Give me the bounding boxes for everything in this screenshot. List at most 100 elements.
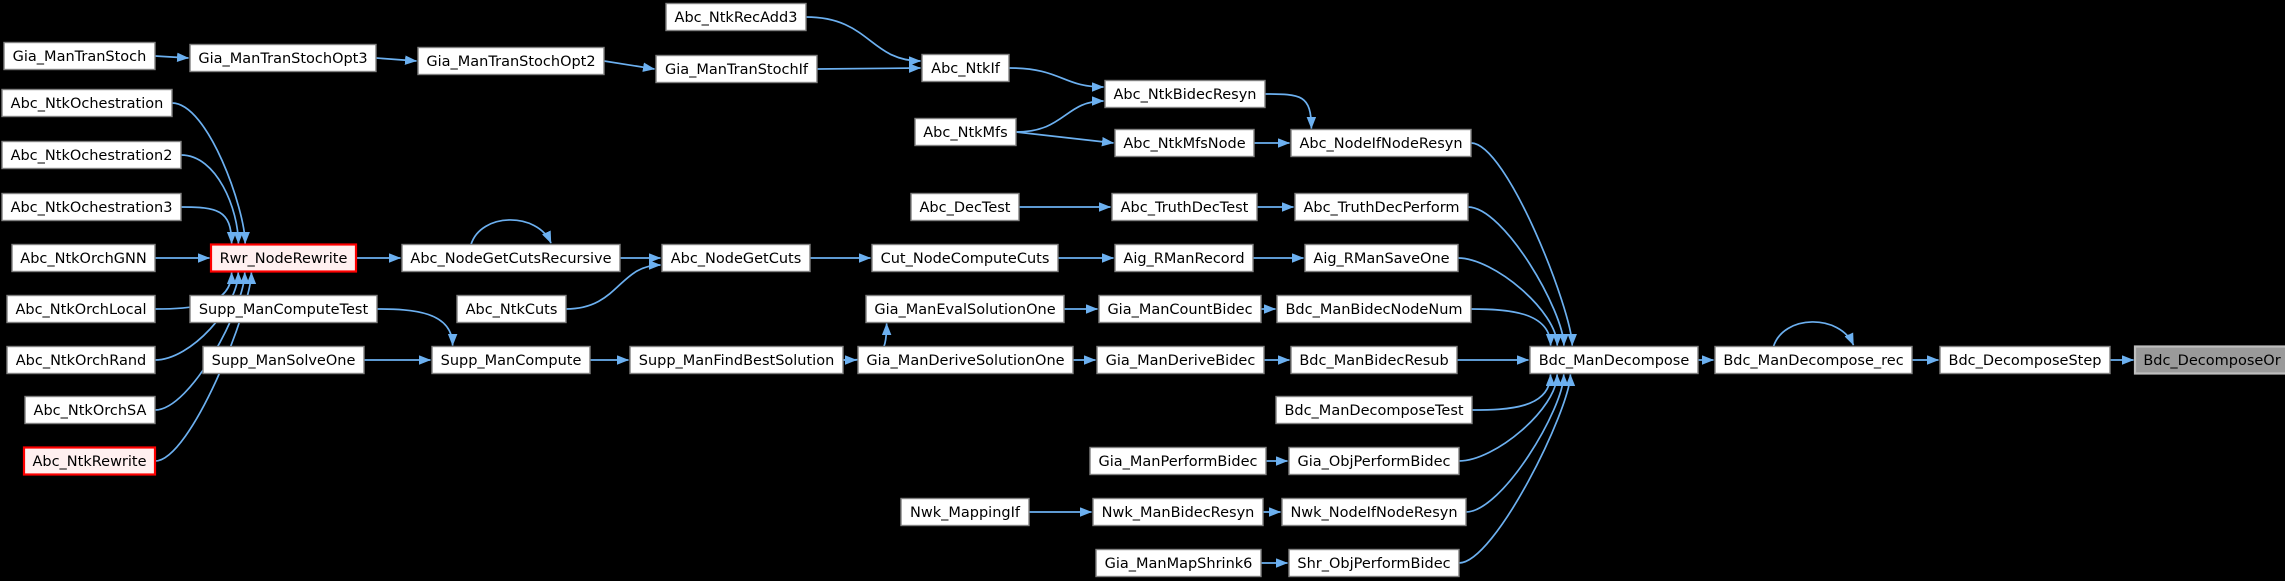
edge-abc-ntkorchsa-to-rwr-noderewrite [154, 272, 250, 411]
graph-node-gia-mancountbidec[interactable]: Gia_ManCountBidec [1098, 294, 1262, 324]
graph-node-box [865, 294, 1065, 324]
edge-bdc-manbidecnodenum-to-bdc-mandecompose [1470, 308, 1556, 346]
edge-abc-ntkorchrand-to-rwr-noderewrite [154, 272, 243, 361]
graph-node-box [665, 2, 807, 32]
graph-node-abc-ntkcuts[interactable]: Abc_NtkCuts [456, 294, 567, 324]
graph-node-box [1, 88, 173, 118]
graph-node-box [2133, 345, 2285, 375]
graph-node-gia-manderivesolutionone[interactable]: Gia_ManDeriveSolutionOne [857, 345, 1074, 375]
graph-node-label: Abc_NodeGetCuts [671, 251, 802, 267]
graph-node-box [1, 192, 182, 222]
graph-node-label: Bdc_ManDecomposeTest [1284, 403, 1463, 419]
graph-node-bdc-decomposestep[interactable]: Bdc_DecomposeStep [1939, 345, 2111, 375]
edge-abc-nodeifnoderesyn-to-bdc-mandecompose [1470, 142, 1577, 346]
edge-gia-mantranstoch-to-gia-mantranstochopt3 [154, 52, 189, 63]
graph-node-box [629, 345, 844, 375]
graph-node-label: Abc_NtkOchestration2 [11, 148, 173, 164]
graph-node-label: Abc_NtkOrchLocal [15, 302, 146, 318]
graph-node-abc-ntkorchrand[interactable]: Abc_NtkOrchRand [6, 345, 156, 375]
graph-node-label: Gia_ManCountBidec [1107, 302, 1252, 318]
graph-node-abc-truthdectest[interactable]: Abc_TruthDecTest [1111, 192, 1258, 222]
graph-node-box [431, 345, 591, 375]
graph-node-abc-ntkorchgnn[interactable]: Abc_NtkOrchGNN [11, 243, 156, 273]
graph-node-abc-ntkochestration[interactable]: Abc_NtkOchestration [1, 88, 173, 118]
graph-node-label: Nwk_MappingIf [910, 505, 1021, 521]
graph-node-gia-objperformbidec[interactable]: Gia_ObjPerformBidec [1288, 446, 1460, 476]
graph-node-gia-mantranstochopt3[interactable]: Gia_ManTranStochOpt3 [189, 43, 377, 73]
edge-abc-ntkochestration3-to-rwr-noderewrite [180, 206, 237, 244]
graph-node-bdc-mandecompose-rec[interactable]: Bdc_ManDecompose_rec [1714, 345, 1913, 375]
graph-node-nwk-mappingif[interactable]: Nwk_MappingIf [900, 497, 1030, 527]
edge-abc-ntkrewrite-to-rwr-noderewrite [154, 272, 257, 462]
graph-node-box [3, 41, 156, 71]
graph-node-box [11, 243, 156, 273]
graph-node-box [900, 497, 1030, 527]
graph-node-abc-nodegetcuts[interactable]: Abc_NodeGetCuts [661, 243, 811, 273]
edge-supp-mancomputetest-to-supp-mancompute [376, 308, 458, 346]
graph-node-supp-mansolveone[interactable]: Supp_ManSolveOne [202, 345, 365, 375]
graph-node-abc-truthdecperform[interactable]: Abc_TruthDecPerform [1294, 192, 1469, 222]
graph-node-bdc-mandecomposetest[interactable]: Bdc_ManDecomposeTest [1275, 395, 1473, 425]
graph-node-cut-nodecomputecuts[interactable]: Cut_NodeComputeCuts [871, 243, 1059, 273]
graph-node-gia-manevalsolutionone[interactable]: Gia_ManEvalSolutionOne [865, 294, 1065, 324]
graph-node-supp-mancomputetest[interactable]: Supp_ManComputeTest [189, 294, 378, 324]
graph-node-abc-ntkif[interactable]: Abc_NtkIf [921, 53, 1010, 83]
graph-node-supp-manfindbestsolution[interactable]: Supp_ManFindBestSolution [629, 345, 844, 375]
graph-node-abc-ntkochestration2[interactable]: Abc_NtkOchestration2 [1, 140, 182, 170]
graph-node-box [209, 243, 358, 273]
graph-node-box [1096, 345, 1265, 375]
graph-node-rwr-noderewrite[interactable]: Rwr_NodeRewrite [209, 243, 358, 273]
graph-node-label: Bdc_ManDecompose [1539, 353, 1690, 369]
graph-node-label: Gia_ManTranStochOpt3 [198, 51, 367, 67]
edge-abc-ntkif-to-abc-ntkbidecresyn [1008, 67, 1104, 92]
graph-node-label: Abc_NtkMfs [923, 125, 1007, 141]
graph-node-aig-rmanrecord[interactable]: Aig_RManRecord [1114, 243, 1254, 273]
graph-node-gia-manderivebidec[interactable]: Gia_ManDeriveBidec [1096, 345, 1265, 375]
graph-node-abc-nodegetcutsrecursive[interactable]: Abc_NodeGetCutsRecursive [401, 243, 621, 273]
graph-node-label: Gia_ObjPerformBidec [1297, 454, 1450, 470]
graph-node-box [1114, 243, 1254, 273]
graph-node-abc-ntkorchlocal[interactable]: Abc_NtkOrchLocal [6, 294, 156, 324]
graph-node-abc-ntkrecadd3[interactable]: Abc_NtkRecAdd3 [665, 2, 807, 32]
graph-node-label: Abc_TruthDecPerform [1303, 200, 1459, 216]
graph-node-gia-manperformbidec[interactable]: Gia_ManPerformBidec [1089, 446, 1267, 476]
graph-node-bdc-manbidecresub[interactable]: Bdc_ManBidecResub [1290, 345, 1458, 375]
graph-node-aig-rmansaveone[interactable]: Aig_RManSaveOne [1304, 243, 1459, 273]
edges-layer [154, 16, 2134, 568]
graph-node-label: Abc_NodeIfNodeResyn [1299, 136, 1462, 152]
edge-bdc-mandecompose-rec-to-bdc-mandecompose-rec [1772, 321, 1855, 347]
graph-node-label: Shr_ObjPerformBidec [1297, 556, 1450, 572]
graph-node-bdc-mandecompose[interactable]: Bdc_ManDecompose [1529, 345, 1699, 375]
graph-node-label: Bdc_ManBidecNodeNum [1285, 302, 1462, 318]
graph-node-gia-mantranstoch[interactable]: Gia_ManTranStoch [3, 41, 156, 71]
graph-node-abc-ntkbidecresyn[interactable]: Abc_NtkBidecResyn [1104, 79, 1266, 109]
graph-node-gia-mantranstochif[interactable]: Gia_ManTranStochIf [655, 54, 818, 84]
graph-node-label: Gia_ManTranStochIf [665, 62, 809, 78]
graph-node-nwk-manbidecresyn[interactable]: Nwk_ManBidecResyn [1092, 497, 1264, 527]
graph-node-supp-mancompute[interactable]: Supp_ManCompute [431, 345, 591, 375]
graph-node-abc-ntkochestration3[interactable]: Abc_NtkOchestration3 [1, 192, 182, 222]
graph-node-abc-ntkmfsnode[interactable]: Abc_NtkMfsNode [1114, 128, 1255, 158]
graph-node-gia-mantranstochopt2[interactable]: Gia_ManTranStochOpt2 [417, 46, 605, 76]
graph-node-box [189, 43, 377, 73]
edge-gia-mantranstochopt3-to-gia-mantranstochopt2 [375, 55, 417, 65]
graph-node-box [921, 53, 1010, 83]
graph-node-gia-manmapshrink6[interactable]: Gia_ManMapShrink6 [1095, 548, 1262, 578]
graph-node-box [661, 243, 811, 273]
edge-aig-rmansaveone-to-bdc-mandecompose [1457, 257, 1562, 346]
graph-node-label: Bdc_ManBidecResub [1299, 353, 1448, 369]
edge-shr-objperformbidec-to-bdc-mandecompose [1458, 374, 1576, 564]
graph-node-abc-ntkorchsa[interactable]: Abc_NtkOrchSA [24, 395, 156, 425]
graph-node-abc-nodeifnoderesyn[interactable]: Abc_NodeIfNodeResyn [1290, 128, 1472, 158]
graph-node-box [914, 117, 1017, 147]
graph-node-bdc-manbidecnodenum[interactable]: Bdc_ManBidecNodeNum [1276, 294, 1472, 324]
graph-node-abc-ntkmfs[interactable]: Abc_NtkMfs [914, 117, 1017, 147]
graph-node-nwk-nodeifnoderesyn[interactable]: Nwk_NodeIfNodeResyn [1281, 497, 1467, 527]
graph-node-abc-ntkrewrite[interactable]: Abc_NtkRewrite [22, 446, 157, 476]
graph-node-box [1304, 243, 1459, 273]
edge-abc-ntkochestration-to-rwr-noderewrite [171, 102, 250, 244]
graph-node-label: Gia_ManPerformBidec [1099, 454, 1258, 470]
graph-node-abc-dectest[interactable]: Abc_DecTest [910, 192, 1020, 222]
graph-node-shr-objperformbidec[interactable]: Shr_ObjPerformBidec [1288, 548, 1460, 578]
